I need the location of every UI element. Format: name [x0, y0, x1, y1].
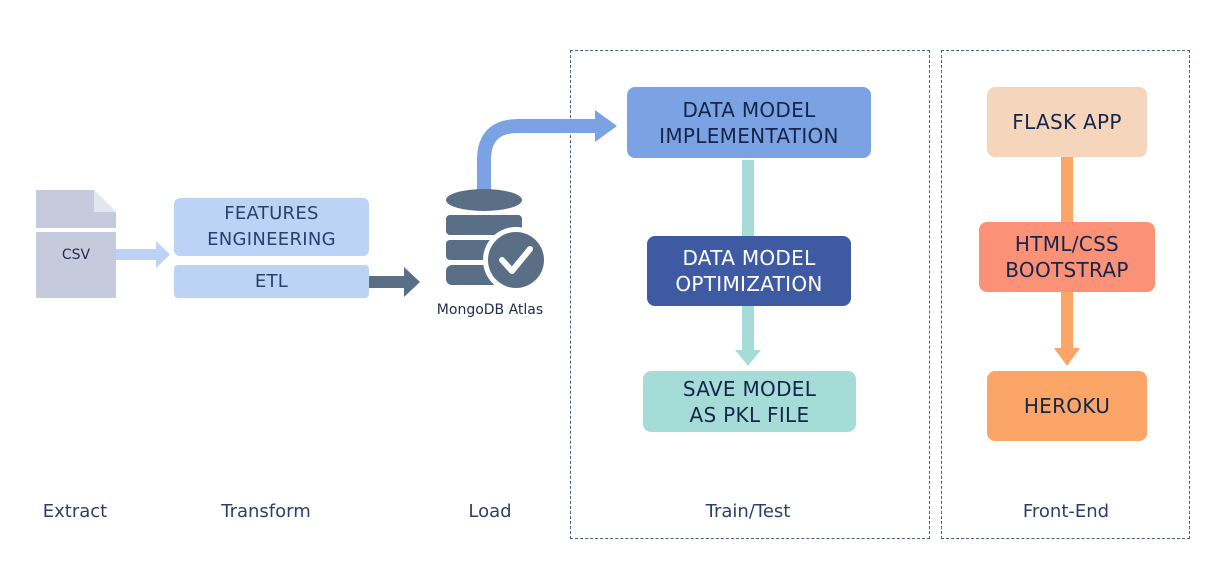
arrow-html-to-heroku — [1054, 292, 1080, 366]
features-engineering-box: FEATURES ENGINEERING — [174, 198, 369, 256]
heroku-label: HEROKU — [1023, 394, 1111, 418]
stage-label-load: Load — [468, 501, 512, 522]
stage-label-front-end: Front-End — [1022, 501, 1110, 522]
arrow-etl-to-db — [368, 267, 420, 297]
flask-app-box: FLASK APP — [987, 87, 1147, 157]
html-css-bootstrap-box: HTML/CSS BOOTSTRAP — [979, 222, 1155, 292]
stage-label-train-test: Train/Test — [705, 501, 791, 522]
etl-label: ETL — [254, 270, 289, 292]
data-model-optimization-box: DATA MODEL OPTIMIZATION — [647, 236, 851, 306]
front-end-group — [941, 50, 1190, 539]
features-engineering-label: FEATURES ENGINEERING — [207, 203, 336, 250]
data-model-implementation-label: DATA MODEL IMPLEMENTATION — [659, 97, 839, 148]
flask-app-label: FLASK APP — [1012, 110, 1122, 134]
etl-box: ETL — [174, 265, 369, 298]
csv-label-band: CSV — [36, 232, 116, 278]
save-model-label: SAVE MODEL AS PKL FILE — [682, 376, 817, 427]
database-icon — [446, 189, 549, 293]
heroku-box: HEROKU — [987, 371, 1147, 441]
csv-label: CSV — [61, 247, 91, 263]
data-model-implementation-box: DATA MODEL IMPLEMENTATION — [627, 87, 871, 158]
train-test-group — [570, 50, 930, 539]
html-css-bootstrap-label: HTML/CSS BOOTSTRAP — [1005, 232, 1129, 282]
arrow-db-to-implementation — [477, 110, 617, 190]
connector-flask-to-html — [1061, 157, 1073, 223]
connector-implementation-to-optimization — [742, 160, 754, 236]
arrow-optimization-to-save — [735, 306, 761, 366]
save-model-box: SAVE MODEL AS PKL FILE — [643, 371, 856, 432]
stage-label-extract: Extract — [42, 501, 108, 522]
mongodb-atlas-label: MongoDB Atlas — [436, 302, 544, 318]
data-model-optimization-label: DATA MODEL OPTIMIZATION — [675, 246, 823, 296]
stage-label-transform: Transform — [221, 501, 311, 522]
arrow-csv-to-transform — [114, 241, 170, 268]
csv-file-icon — [36, 190, 116, 298]
